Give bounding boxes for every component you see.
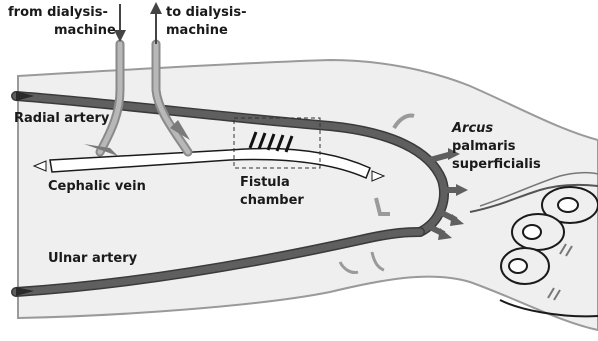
- label-cephalic-vein: Cephalic vein: [48, 179, 146, 194]
- label-from-machine-2: machine: [54, 23, 116, 38]
- label-to-machine-2: machine: [166, 23, 228, 38]
- label-from-machine-1: from dialysis-: [8, 5, 108, 20]
- label-to-machine-1: to dialysis-: [166, 5, 246, 20]
- label-fistula-2: chamber: [240, 193, 304, 208]
- label-fistula-1: Fistula: [240, 175, 290, 190]
- label-arcus-1: Arcus: [451, 121, 493, 136]
- label-arcus-2: palmaris: [452, 139, 516, 154]
- label-arcus-3: superficialis: [452, 157, 541, 172]
- label-ulnar-artery: Ulnar artery: [48, 251, 138, 266]
- arrow-to-machine: [150, 2, 162, 44]
- label-radial-artery: Radial artery: [14, 111, 110, 126]
